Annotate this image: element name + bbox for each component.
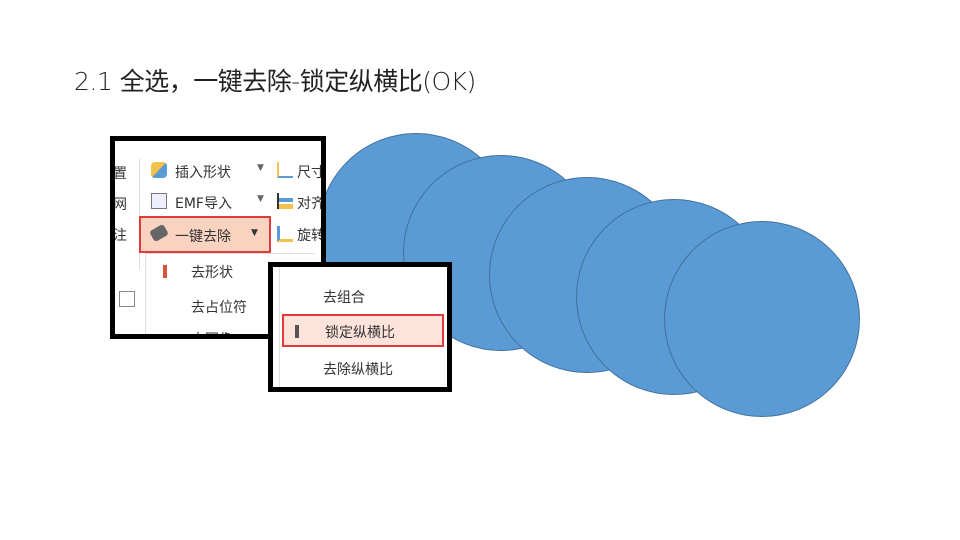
rotate-icon <box>277 226 293 242</box>
eraser-icon <box>149 223 169 243</box>
menu-item-remove-shape[interactable]: 去形状 <box>191 265 233 281</box>
chevron-down-icon: ▼ <box>251 228 258 238</box>
emf-import-button[interactable]: EMF导入 <box>175 196 232 212</box>
ribbon-left-label-3: 注 <box>113 228 127 244</box>
rotate-button[interactable]: 旋转 <box>297 228 325 244</box>
lock-aspect-ratio-label: 锁定纵横比 <box>325 325 395 341</box>
insert-shape-button[interactable]: 插入形状 <box>175 165 231 181</box>
menu-item-remove-placeholder[interactable]: 去占位符 <box>191 300 247 316</box>
submenu-divider <box>279 267 280 387</box>
chevron-down-icon[interactable]: ▼ <box>257 194 264 204</box>
one-click-remove-button[interactable]: 一键去除 ▼ <box>139 216 271 253</box>
submenu-item-ungroup[interactable]: 去组合 <box>323 290 365 306</box>
chevron-down-icon[interactable]: ▼ <box>257 163 264 173</box>
submenu-item-remove-aspect-ratio[interactable]: 去除纵横比 <box>323 362 393 378</box>
picture-icon <box>119 291 135 307</box>
insert-shape-icon <box>151 162 167 178</box>
submenu-item-lock-aspect-ratio[interactable]: 锁定纵横比 <box>282 314 444 347</box>
menu-marker-icon <box>295 325 299 338</box>
menu-item-remove-image[interactable]: 去图像 <box>191 329 233 334</box>
submenu-screenshot: 去组合 锁定纵横比 去除纵横比 <box>268 262 452 392</box>
size-icon <box>277 162 293 178</box>
emf-icon <box>151 193 167 209</box>
one-click-remove-label: 一键去除 <box>175 229 231 245</box>
slide-title: 2.1 全选，一键去除-锁定纵横比(OK) <box>74 67 476 96</box>
ribbon-divider <box>139 159 140 269</box>
circle-5[interactable] <box>664 221 860 417</box>
align-icon <box>277 193 293 209</box>
size-button[interactable]: 尺寸 <box>297 165 325 181</box>
ribbon-left-label-2: 网 <box>113 197 127 213</box>
align-button[interactable]: 对齐 <box>297 196 325 212</box>
ribbon-left-label-1: 置 <box>113 166 127 182</box>
dropdown-menu-panel <box>145 253 315 334</box>
menu-marker-icon <box>163 265 167 278</box>
